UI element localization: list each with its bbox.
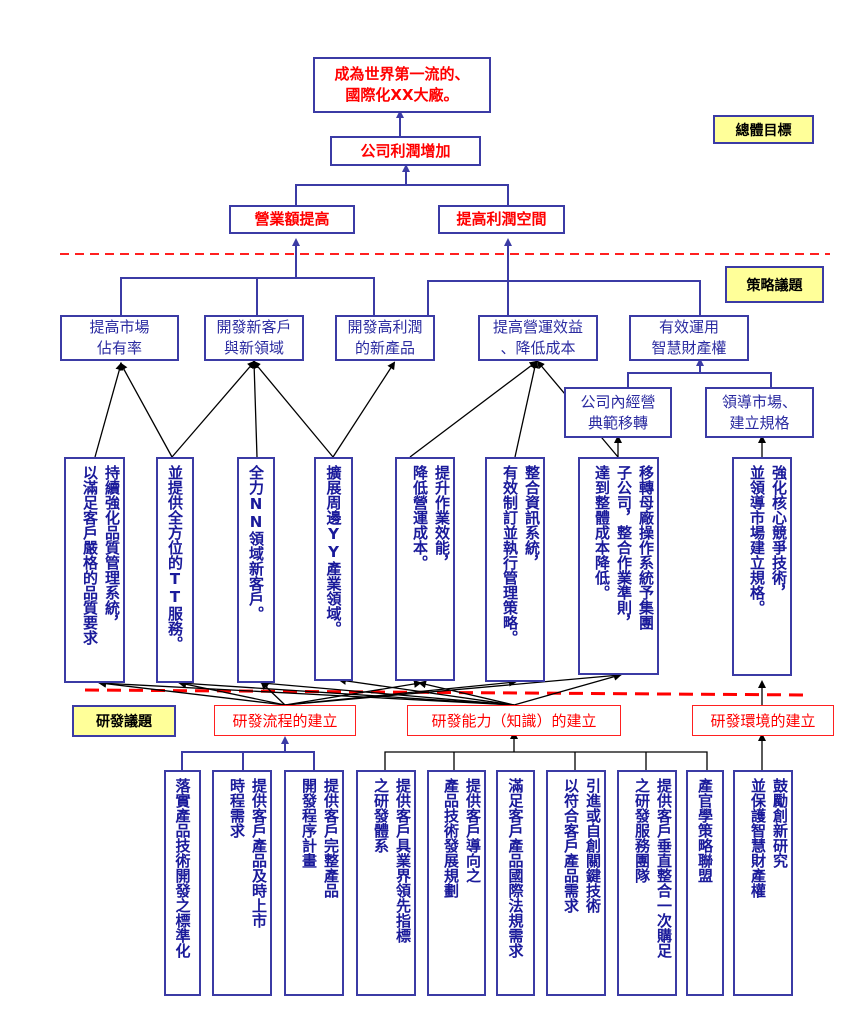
strategy-new-customers: 開發新客戶 與新領域 [204, 315, 304, 361]
arrow-init1-to-strat1 [94, 362, 124, 458]
initiative-box: 整合資訊系統，有效制訂並執行管理策略。 [485, 457, 545, 682]
profit-label: 公司利潤增加 [360, 141, 451, 160]
arrow-init4-to-strat3 [332, 361, 396, 458]
arrow-init2-to-strat1 [120, 362, 173, 458]
connector-ip-sub [627, 372, 772, 389]
arrow-rdproc-to-init3 [260, 681, 286, 706]
margin-label: 提高利潤空間 [456, 210, 547, 228]
strategy-ip-utilization: 有效運用 智慧財產權 [629, 315, 749, 361]
rd-process-box: 研發流程的建立 [214, 705, 356, 736]
divider-strategy-rd [84, 688, 811, 697]
initiative-text: 整合資訊系統，有效制訂並執行管理策略。 [501, 465, 541, 645]
revenue-box: 營業額提高 [229, 205, 355, 234]
rd-capability-item: 產官學策略聯盟 [686, 770, 724, 996]
initiative-text: 擴展周邊YY產業領域。 [324, 465, 343, 636]
initiative-box: 持續強化品質管理系統，以滿足客戶嚴格的品質要求 [64, 457, 125, 683]
rd-capability-item: 提供客戶導向之產品技術發展規劃 [427, 770, 486, 996]
arrow-rdproc-to-init1 [98, 679, 286, 706]
strategy-market-share: 提高市場 佔有率 [60, 315, 179, 361]
initiative-box: 並提供全方位的TT服務。 [156, 457, 194, 683]
connector-revenue-margin [295, 184, 509, 205]
initiative-text: 移轉母廠操作系統予集團子公司，整合作業準則，達到整體成本降低。 [593, 465, 655, 630]
rd-capability-item: 引進或自創關鍵技術以符合客戶產品需求 [546, 770, 606, 996]
arrow-init2-to-strat2 [171, 360, 256, 458]
connector-rdcap-items [384, 751, 708, 770]
initiative-text: 並提供全方位的TT服務。 [166, 465, 184, 651]
rd-process-item: 提供客戶產品及時上市時程需求 [212, 770, 272, 996]
revenue-label: 營業額提高 [254, 210, 330, 228]
arrow-init6-to-strat4 [514, 360, 539, 458]
initiative-box: 移轉母廠操作系統予集團子公司，整合作業準則，達到整體成本降低。 [578, 457, 659, 675]
vision-line-2: 國際化XX大廠。 [345, 86, 459, 104]
connector-margin-group [427, 280, 701, 315]
rd-capability-box: 研發能力（知識）的建立 [407, 705, 621, 736]
initiative-text: 強化核心競爭技術，並領導市場建立規格。 [748, 465, 788, 615]
arrow-rdcap-to-init4 [338, 676, 515, 706]
arrow-rdcap-to-init2 [178, 679, 515, 706]
strategy-operational-efficiency: 提高營運效益 、降低成本 [478, 315, 598, 361]
section-label-overall: 總體目標 [713, 115, 814, 144]
arrow-rdcap-to-init7 [513, 672, 622, 706]
arrow-rdproc-to-init2 [178, 680, 286, 706]
connector-revenue-group [120, 277, 375, 315]
arrow-init4-to-strat2 [252, 360, 334, 458]
arrow-init3-to-strat2 [250, 360, 259, 458]
rd-environment-item: 鼓勵創新研究並保護智慧財產權 [733, 770, 793, 996]
vision-box: 成為世界第一流的、 國際化XX大廠。 [313, 57, 491, 113]
initiative-text: 提升作業效能，降低營運成本。 [411, 465, 451, 570]
ip-sub-market-leadership: 領導市場、 建立規格 [705, 387, 814, 438]
rd-capability-item: 滿足客戶產品國際法規需求 [496, 770, 535, 996]
connector-rdproc-items [181, 751, 315, 770]
arrow-rdcap-to-init1 [98, 679, 515, 706]
initiative-box: 提升作業效能，降低營運成本。 [395, 457, 455, 681]
rd-capability-item: 提供客戶具業界領先指標之研發體系 [356, 770, 416, 996]
rd-environment-box: 研發環境的建立 [692, 705, 834, 736]
profit-box: 公司利潤增加 [330, 136, 481, 166]
arrow-rdcap-to-init5 [418, 680, 515, 706]
section-label-rd: 研發議題 [72, 705, 176, 737]
arrow-rdcap-to-init3 [260, 679, 515, 706]
initiative-box: 強化核心競爭技術，並領導市場建立規格。 [732, 457, 792, 676]
vision-line-1: 成為世界第一流的、 [334, 65, 470, 83]
initiative-text: 持續強化品質管理系統，以滿足客戶嚴格的品質要求 [81, 465, 121, 645]
margin-box: 提高利潤空間 [438, 205, 565, 234]
ip-sub-paradigm-transfer: 公司內經營 典範移轉 [564, 387, 672, 438]
initiative-box: 擴展周邊YY產業領域。 [314, 457, 353, 681]
rd-process-item: 提供客戶完整產品開發程序計畫 [284, 770, 344, 996]
section-label-strategy: 策略議題 [725, 266, 824, 303]
rd-capability-item: 提供客戶垂直整合一次購足之研發服務團隊 [617, 770, 677, 996]
initiative-text: 全力NN領域新客戶。 [247, 465, 265, 621]
strategy-high-margin-products: 開發高利潤 的新產品 [335, 315, 435, 361]
arrow-init5-to-strat4 [409, 360, 538, 458]
initiative-box: 全力NN領域新客戶。 [237, 457, 275, 683]
rd-process-item: 落實產品技術開發之標準化 [164, 770, 201, 996]
